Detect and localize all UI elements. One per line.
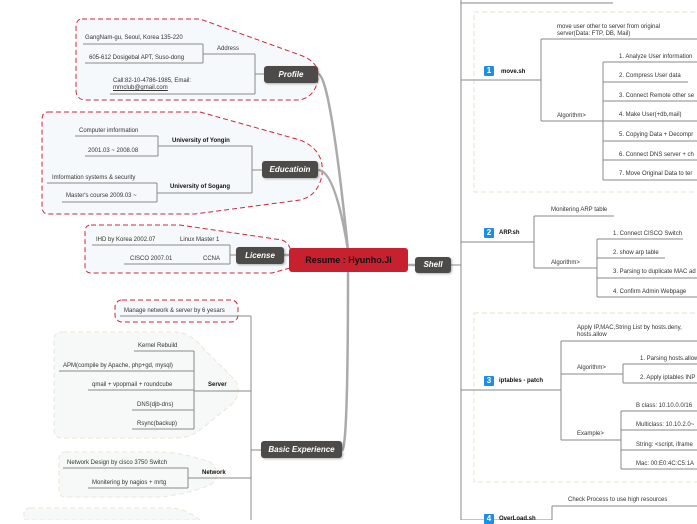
overload-desc: Check Process to use high resources <box>568 497 668 503</box>
topic-shell[interactable]: Shell <box>415 257 451 273</box>
iptables-patch[interactable]: iptables - patch <box>499 378 544 384</box>
arp-sh[interactable]: ARP.sh <box>499 230 520 236</box>
move-step: 2. Compress User data <box>619 73 681 79</box>
number-badge-1: 1 <box>484 66 494 76</box>
arp-desc: Monitering ARP table <box>551 207 608 213</box>
iptables-example: String: <script, iframe <box>636 442 693 448</box>
iptables-example-label: Example> <box>577 431 604 437</box>
topic-basic-experience[interactable]: Basic Experience <box>261 441 342 458</box>
arp-algorithm: Algorithm> <box>551 260 580 266</box>
move-desc: server(Data: FTP, DB, Mail) <box>557 31 631 37</box>
move-step: 6. Connect DNS server + ch <box>619 152 694 158</box>
network-item: Monitering by nagios + mrtg <box>92 480 167 486</box>
address-line-2: 605-612 Dosigebal APT, Suso-dong <box>89 55 185 61</box>
uni2-period: Master's course 2009.03 ~ <box>66 193 137 199</box>
iptables-desc: hosts.allow <box>577 332 607 338</box>
network-item: Network Design by cisco 3750 Switch <box>67 460 168 466</box>
experience-summary: Manage network & server by 6 yesars <box>124 308 225 314</box>
license1-detail: IHD by Korea 2002.07 <box>96 237 156 243</box>
server-item: qmail + vpopmail + roundcube <box>92 382 173 388</box>
server-item: DNS(djb-dns) <box>137 402 174 408</box>
move-step: 5. Copying Data + Decompr <box>619 132 694 138</box>
uni1: University of Yongin <box>172 138 230 144</box>
uni1-major: Computer imformation <box>79 128 139 134</box>
central-topic[interactable]: Resume : Hyunho.Ji <box>289 248 408 272</box>
iptables-step: 2. Apply iptables INP <box>640 375 696 381</box>
move-desc: move user other to server from original <box>557 24 661 30</box>
iptables-algorithm: Algorithm> <box>577 365 606 371</box>
iptables-example: Multiclass: 10.10.2.0~ <box>636 422 695 428</box>
uni2: University of Sogang <box>170 184 231 190</box>
arp-step: 1. Connect CISCO Switch <box>613 231 683 237</box>
license2: CCNA <box>203 256 221 262</box>
uni1-period: 2001.03 ~ 2008.08 <box>88 148 139 154</box>
overload-sh[interactable]: OverLoad.sh <box>499 516 536 522</box>
address-label: Address <box>217 46 240 52</box>
iptables-example: Mac: 00:E0:4C:C5:1A <box>636 461 695 467</box>
network-label: Network <box>202 470 226 476</box>
email-link[interactable]: mrnclub@gmail.com <box>113 85 168 91</box>
server-label: Server <box>208 382 227 388</box>
move-algorithm: Algorithm> <box>557 113 586 119</box>
topic-license[interactable]: License <box>236 247 284 264</box>
license1: Linux Master 1 <box>180 237 220 243</box>
arp-step: 4. Confirm Admin Webpage <box>613 289 687 295</box>
server-item: Rsync(backup) <box>137 421 178 427</box>
arp-step: 3. Parsing to duplicate MAC ad <box>613 269 696 275</box>
move-step: 1. Analyze User information <box>619 54 693 60</box>
topic-education[interactable]: Educatioin <box>262 161 318 178</box>
license2-detail: CISCO 2007.01 <box>130 256 173 262</box>
iptables-desc: Apply IP,MAC,String List by hosts.deny, <box>577 325 682 331</box>
number-badge-2: 2 <box>484 228 494 238</box>
topic-profile[interactable]: Profile <box>264 66 318 83</box>
number-badge-4: 4 <box>484 514 494 524</box>
number-badge-3: 3 <box>484 376 494 386</box>
server-item: Kernel Rebuild <box>138 343 178 349</box>
uni2-major: Imformation systems & security <box>52 175 136 181</box>
move-step: 3. Connect Remote other se <box>619 93 695 99</box>
contact-phone: Call:82-10-4786-1985, Email: <box>113 78 192 84</box>
iptables-step: 1. Parsing hosts.allow <box>640 356 697 362</box>
iptables-example: B class: 10.10.0.0/16 <box>636 403 693 409</box>
server-item: APM(compile by Apache, php+gd, mysql) <box>63 363 173 369</box>
move-sh[interactable]: move.sh <box>501 69 526 75</box>
arp-step: 2. show arp table <box>613 250 659 256</box>
move-step: 4. Make User(+db,mail) <box>619 112 682 118</box>
move-step: 7. Move Original Data to ter <box>619 171 693 177</box>
profile-boundary <box>75 18 319 101</box>
address-line-1: GangNam-gu, Seoul, Korea 135-220 <box>85 35 183 41</box>
